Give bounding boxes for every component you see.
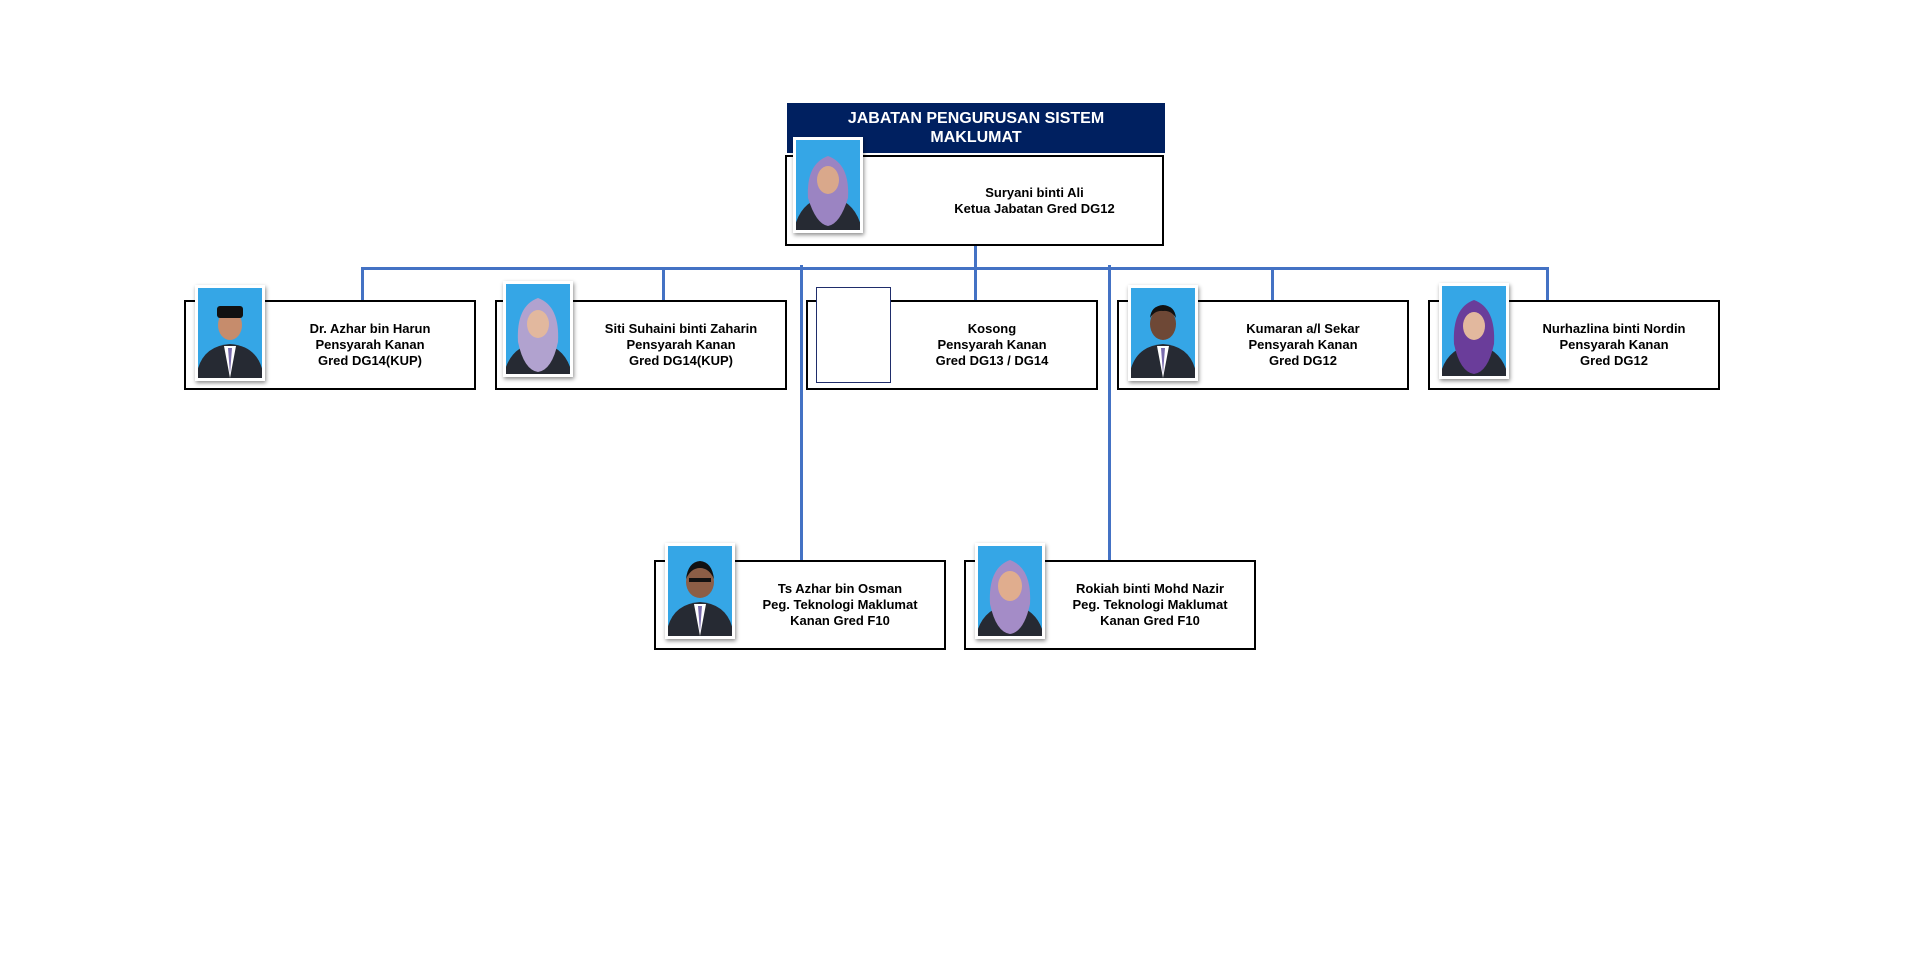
connector-drop-4 <box>1271 267 1274 302</box>
person-photo-icon <box>198 288 262 378</box>
member-1-name: Dr. Azhar bin Harun <box>309 321 431 336</box>
member-card-5-text: Nurhazlina binti Nordin Pensyarah Kanan … <box>1510 302 1718 388</box>
member-5-position: Pensyarah Kanan <box>1559 337 1669 352</box>
member-4-name: Kumaran a/l Sekar <box>1246 321 1360 336</box>
member-2-position: Pensyarah Kanan <box>626 337 736 352</box>
member-1-photo <box>195 285 265 381</box>
member-7-grade: Kanan Gred F10 <box>1100 613 1200 628</box>
member-2-name: Siti Suhaini binti Zaharin <box>604 321 758 336</box>
empty-photo-frame-icon <box>816 287 891 383</box>
member-3-position: Pensyarah Kanan <box>937 337 1047 352</box>
member-2-photo <box>503 281 573 377</box>
member-6-photo <box>665 543 735 639</box>
member-3-name: Kosong <box>967 321 1017 336</box>
member-card-6-text: Ts Azhar bin Osman Peg. Teknologi Maklum… <box>736 562 944 648</box>
connector-drop-1 <box>361 267 364 302</box>
connector-horizontal-bus <box>361 267 1549 270</box>
member-6-position: Peg. Teknologi Maklumat <box>762 597 918 612</box>
person-photo-icon <box>506 284 570 374</box>
connector-drop-5 <box>1546 267 1549 302</box>
member-4-position: Pensyarah Kanan <box>1248 337 1358 352</box>
person-photo-icon <box>1131 288 1195 378</box>
head-title: Ketua Jabatan Gred DG12 <box>954 200 1115 216</box>
member-4-photo <box>1128 285 1198 381</box>
connector-drop-2 <box>662 267 665 302</box>
person-photo-icon <box>1442 286 1506 376</box>
head-photo <box>793 137 863 233</box>
member-2-grade: Gred DG14(KUP) <box>628 353 734 368</box>
member-7-photo <box>975 543 1045 639</box>
member-7-name: Rokiah binti Mohd Nazir <box>1075 581 1225 596</box>
department-title-line2: MAKLUMAT <box>930 129 1022 146</box>
department-title-line1: JABATAN PENGURUSAN SISTEM <box>847 110 1105 127</box>
member-card-1-text: Dr. Azhar bin Harun Pensyarah Kanan Gred… <box>266 302 474 388</box>
member-card-7-text: Rokiah binti Mohd Nazir Peg. Teknologi M… <box>1046 562 1254 648</box>
connector-head-down <box>974 244 977 269</box>
member-card-4-text: Kumaran a/l Sekar Pensyarah Kanan Gred D… <box>1199 302 1407 388</box>
member-3-grade: Gred DG13 / DG14 <box>935 353 1049 368</box>
member-6-name: Ts Azhar bin Osman <box>777 581 903 596</box>
connector-drop-3 <box>974 267 977 302</box>
member-5-grade: Gred DG12 <box>1580 353 1648 368</box>
head-card-text: Suryani binti Ali Ketua Jabatan Gred DG1… <box>907 157 1162 244</box>
member-6-grade: Kanan Gred F10 <box>790 613 890 628</box>
member-5-photo <box>1439 283 1509 379</box>
member-card-3-text: Kosong Pensyarah Kanan Gred DG13 / DG14 <box>888 302 1096 388</box>
member-1-grade: Gred DG14(KUP) <box>317 353 423 368</box>
member-1-position: Pensyarah Kanan <box>315 337 425 352</box>
member-card-2-text: Siti Suhaini binti Zaharin Pensyarah Kan… <box>577 302 785 388</box>
person-photo-icon <box>796 140 860 230</box>
member-7-position: Peg. Teknologi Maklumat <box>1072 597 1228 612</box>
person-photo-icon <box>978 546 1042 636</box>
connector-drop-6 <box>800 265 803 562</box>
head-name: Suryani binti Ali <box>985 184 1084 200</box>
member-5-name: Nurhazlina binti Nordin <box>1542 321 1686 336</box>
connector-drop-7 <box>1108 265 1111 562</box>
person-photo-icon <box>668 546 732 636</box>
member-4-grade: Gred DG12 <box>1269 353 1337 368</box>
